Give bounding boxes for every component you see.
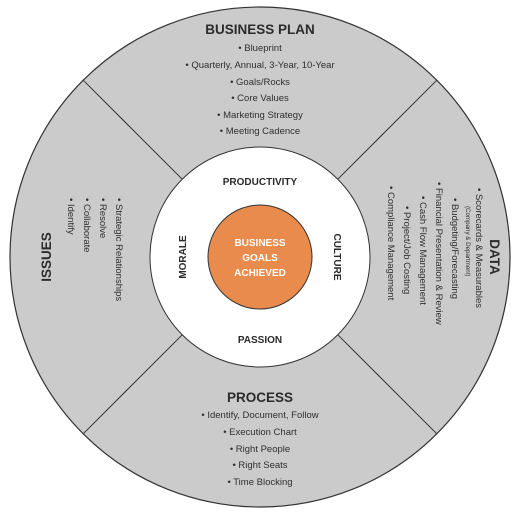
business-plan-title: BUSINESS PLAN bbox=[205, 22, 315, 37]
center-line-3: ACHIEVED bbox=[234, 268, 286, 279]
issues-title: ISSUES bbox=[39, 232, 54, 282]
data-item: • Project/Job Costing bbox=[401, 206, 412, 294]
divider-bottom-left bbox=[82, 334, 183, 435]
ring-label-culture: CULTURE bbox=[331, 233, 342, 280]
data-item: • Scorecards & Measurables bbox=[473, 188, 484, 308]
business-plan-item: • Meeting Cadence bbox=[220, 126, 300, 137]
business-plan-item: • Blueprint bbox=[238, 43, 282, 54]
data-item: • Compliance Management bbox=[385, 186, 396, 301]
issues-item: • Collaborate bbox=[81, 198, 92, 253]
process-item: • Time Blocking bbox=[227, 477, 292, 488]
issues-item: • Identify bbox=[65, 198, 76, 235]
ring-label-morale: MORALE bbox=[178, 235, 189, 279]
business-plan-item: • Goals/Rocks bbox=[230, 77, 290, 88]
process-item: • Right Seats bbox=[232, 460, 287, 471]
divider-bottom-right bbox=[337, 334, 438, 435]
issues-item: • Strategic Relationships bbox=[113, 198, 124, 301]
business-plan-item: • Marketing Strategy bbox=[217, 110, 303, 121]
center-circle bbox=[207, 204, 313, 310]
process-item: • Right People bbox=[230, 444, 290, 455]
data-item-note: (Company & Department) bbox=[464, 206, 471, 277]
business-plan-item: • Quarterly, Annual, 3-Year, 10-Year bbox=[185, 60, 334, 71]
business-plan-item: • Core Values bbox=[231, 93, 289, 104]
issues-item: • Resolve bbox=[97, 198, 108, 238]
ring-label-passion: PASSION bbox=[238, 335, 282, 346]
center-line-1: BUSINESS bbox=[234, 238, 285, 249]
divider-top-left bbox=[82, 79, 183, 180]
process-item: • Identify, Document, Follow bbox=[201, 410, 318, 421]
process-title: PROCESS bbox=[227, 390, 293, 405]
ring-label-productivity: PRODUCTIVITY bbox=[223, 177, 298, 188]
data-item: • Budgeting/Forecasting bbox=[449, 198, 460, 299]
center-line-2: GOALS bbox=[242, 253, 278, 264]
divider-top-right bbox=[337, 79, 438, 180]
process-item: • Execution Chart bbox=[223, 427, 297, 438]
data-item: • Cash Flow Management bbox=[417, 196, 428, 305]
data-item: • Financial Presentation & Review bbox=[433, 182, 444, 325]
data-title: DATA bbox=[487, 239, 502, 275]
